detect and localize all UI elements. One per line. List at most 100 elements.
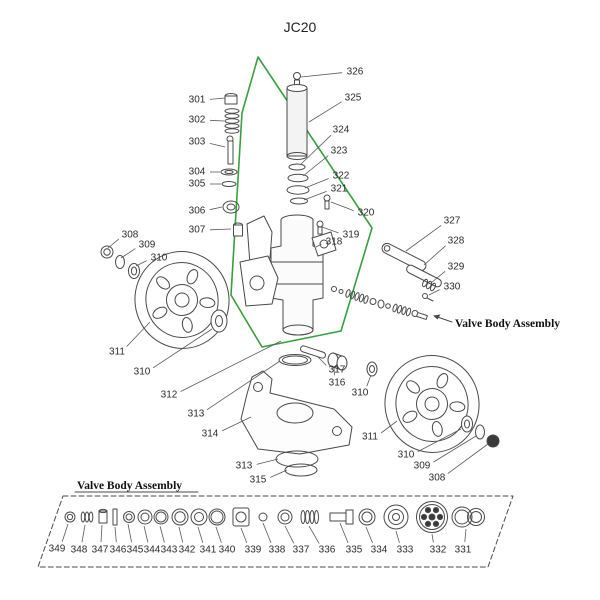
part-label-314: 314 — [202, 429, 219, 440]
part-label-324: 324 — [333, 125, 350, 136]
part-label-330: 330 — [444, 282, 461, 293]
handle-lever-327 — [381, 242, 427, 272]
leader-line-311-33 — [380, 420, 398, 434]
leader-line-322-4 — [304, 178, 329, 189]
leader-line-349-37 — [61, 523, 69, 542]
leader-line-347-39 — [100, 524, 103, 543]
bolt-335 — [329, 509, 354, 525]
ball-308-right — [486, 434, 500, 448]
leader-line-343-43 — [159, 525, 165, 543]
part-label-317: 317 — [329, 365, 346, 376]
part-label-303: 303 — [189, 137, 206, 148]
leader-line-306-14 — [209, 206, 223, 211]
part-label-336: 336 — [319, 545, 336, 556]
pump-body-318 — [270, 214, 324, 336]
leader-line-321-5 — [303, 191, 327, 201]
part-label-311: 311 — [109, 347, 125, 358]
pin-317 — [299, 345, 327, 359]
leader-line-326-0 — [300, 72, 343, 78]
spool-333 — [383, 504, 409, 530]
leader-line-341-45 — [197, 526, 204, 543]
plug-319 — [316, 220, 324, 235]
part-label-334: 334 — [371, 545, 388, 556]
leader-line-340-46 — [215, 526, 222, 543]
leader-line-338-48 — [262, 522, 272, 544]
part-label-321: 321 — [331, 184, 348, 195]
leader-line-309-35 — [433, 435, 477, 463]
leader-line-310-28 — [366, 374, 372, 387]
leader-line-337-49 — [284, 525, 295, 544]
leader-line-328-30 — [423, 245, 446, 266]
part-label-313: 313 — [188, 409, 205, 420]
part-label-333: 333 — [397, 545, 414, 556]
left-wheel — [125, 242, 239, 358]
part-label-323: 323 — [331, 146, 348, 157]
leader-line-310-20 — [152, 328, 213, 369]
part-label-310: 310 — [151, 253, 168, 264]
part-label-331: 331 — [455, 545, 472, 556]
part-label-320: 320 — [358, 208, 375, 219]
relief-valve-320 — [323, 194, 331, 210]
leader-line-335-51 — [339, 522, 349, 544]
leader-line-327-29 — [405, 225, 442, 252]
leader-line-348-38 — [81, 524, 86, 543]
part-label-310: 310 — [398, 450, 415, 461]
leader-line-310-34 — [417, 428, 462, 452]
rings-331 — [451, 506, 485, 528]
part-label-319: 319 — [343, 230, 360, 241]
carriage-brackets — [239, 215, 337, 307]
part-label-302: 302 — [189, 115, 206, 126]
part-label-332: 332 — [430, 545, 447, 556]
flange-disc-332 — [416, 501, 448, 533]
part-label-318: 318 — [326, 237, 343, 248]
part-label-309: 309 — [414, 461, 431, 472]
leader-line-316-27 — [333, 367, 335, 376]
left-rings-308-310 — [100, 245, 140, 279]
leader-line-313-24 — [256, 458, 279, 465]
leader-line-325-1 — [308, 101, 342, 123]
leader-line-314-23 — [221, 416, 252, 432]
piston-assembly — [286, 72, 310, 205]
artwork: Valve Body Assembly Valve Body Assembly — [37, 56, 560, 568]
leader-line-309-17 — [120, 248, 136, 259]
part-label-315: 315 — [250, 475, 267, 486]
part-label-326: 326 — [347, 67, 364, 78]
part-label-348: 348 — [71, 545, 88, 556]
part-label-310: 310 — [134, 367, 151, 378]
leader-line-320-6 — [330, 201, 354, 211]
leader-line-345-41 — [127, 523, 132, 543]
part-label-338: 338 — [269, 545, 286, 556]
part-label-305: 305 — [189, 179, 206, 190]
leader-line-317-26 — [316, 355, 327, 366]
vba-right-arrow — [433, 314, 453, 323]
leader-line-330-32 — [428, 289, 440, 296]
leader-line-301-9 — [209, 97, 226, 100]
valve-parts-row — [64, 501, 485, 533]
o-ring-315 — [284, 463, 318, 477]
leader-line-313-22 — [206, 360, 281, 411]
leader-line-319-7 — [321, 226, 339, 234]
part-label-335: 335 — [346, 545, 363, 556]
spring-348 — [80, 511, 94, 523]
highlight-outline — [230, 56, 373, 348]
leader-line-333-53 — [395, 530, 400, 543]
part-label-341: 341 — [200, 545, 217, 556]
part-label-344: 344 — [144, 545, 161, 556]
part-label-312: 312 — [161, 390, 178, 401]
parts-column-301-307 — [220, 93, 243, 237]
part-label-343: 343 — [161, 545, 178, 556]
spring-336 — [300, 510, 319, 524]
diagram-title: JC20 — [284, 19, 317, 35]
seal-ring-313-upper — [278, 354, 312, 366]
leader-line-346-40 — [114, 526, 117, 543]
part-label-304: 304 — [189, 167, 206, 178]
part-label-347: 347 — [92, 545, 109, 556]
leader-line-344-42 — [143, 525, 149, 543]
leader-line-336-50 — [308, 525, 320, 544]
part-label-342: 342 — [179, 545, 196, 556]
valve-body-box — [37, 495, 514, 568]
screw-330 — [422, 293, 434, 302]
part-label-322: 322 — [333, 171, 350, 182]
part-label-349: 349 — [49, 544, 66, 555]
